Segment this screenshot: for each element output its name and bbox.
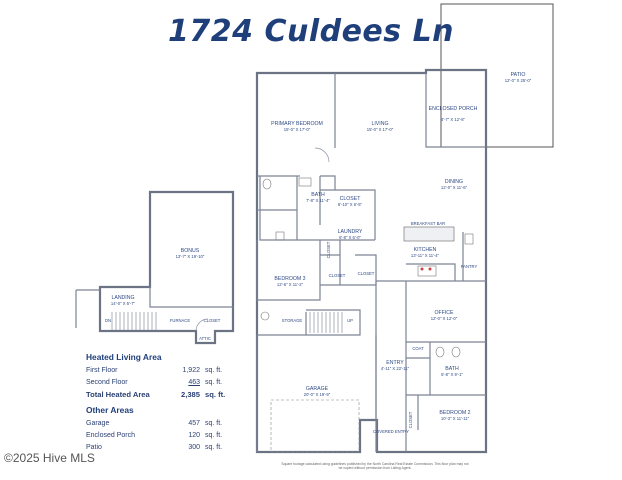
up-label: UP xyxy=(347,318,353,323)
legend-row: Patio 300 sq. ft. xyxy=(86,443,223,451)
garage-door-outline xyxy=(270,399,360,453)
dining-label: DINING xyxy=(445,179,463,185)
entry-walls xyxy=(375,281,407,420)
closet-bed2-label: CLOSET xyxy=(408,411,413,428)
garage-walls xyxy=(256,335,377,452)
porch-walls xyxy=(425,73,486,148)
legend-row: Garage 457 sq. ft. xyxy=(86,420,223,428)
closet-a-label: CLOSET xyxy=(326,241,331,258)
bonus-dims: 13'-7" X 19'-10" xyxy=(176,254,205,259)
burner-icon xyxy=(420,267,424,271)
bedroom2-label: BEDROOM 2 xyxy=(439,410,470,416)
bath2-label: BATH xyxy=(445,366,459,372)
bedroom3-label: BEDROOM 3 xyxy=(274,276,305,282)
office-dims: 12'-0" X 12'-0" xyxy=(431,316,458,321)
bedroom3-dims: 12'-6" X 11'-2" xyxy=(277,282,304,287)
stairs-lower xyxy=(309,312,343,333)
laundry-appliance-icon xyxy=(275,231,285,241)
toilet-icon xyxy=(262,178,272,190)
garage-dims: 20'-0" X 19'-9" xyxy=(304,392,331,397)
patio-dims: 12'-0" X 25'-0" xyxy=(505,78,532,83)
footnote: Square footage calculated using guidelin… xyxy=(281,462,469,471)
door-swing xyxy=(314,147,330,163)
stairs-upper xyxy=(111,312,157,330)
bath2-walls xyxy=(406,342,486,396)
porch-label-1: ENCLOSED PORCH xyxy=(429,106,478,112)
bath-walls xyxy=(257,176,376,241)
storage-label: STORAGE xyxy=(282,318,303,323)
bonus-label: BONUS xyxy=(181,248,200,254)
bedroom3-walls xyxy=(256,240,377,301)
bath2-dims: 5'-8" X 9'-1" xyxy=(441,372,463,377)
range-icon xyxy=(417,265,437,277)
bath1-dims: 7'-8" X 11'-4" xyxy=(306,198,330,203)
sink-icon xyxy=(298,177,312,187)
porch-dims: 4'-7" X 12'-6" xyxy=(441,117,466,122)
bath1-label: BATH xyxy=(311,192,325,198)
kitchen-dims: 13'-11" X 11'-4" xyxy=(411,253,440,258)
kitchen-label: KITCHEN xyxy=(414,247,437,253)
covered-entry-label: COVERED ENTRY xyxy=(373,429,409,434)
primary-walls xyxy=(257,73,336,190)
laundry-label: LAUNDRY xyxy=(338,229,363,235)
heated-title: Heated Living Area xyxy=(86,352,162,362)
water-heater-icon xyxy=(260,311,270,321)
kitchen-island xyxy=(403,226,455,242)
area-legend: Heated Living Area First Floor 1,922 sq.… xyxy=(86,352,236,453)
breakfast-bar-label: BREAKFAST BAR xyxy=(411,221,445,226)
fridge-icon xyxy=(464,233,474,245)
legend-total-row: Total Heated Area 2,385 sq. ft. xyxy=(86,390,226,400)
closet1-label: CLOSET xyxy=(340,196,362,202)
other-areas-title: Other Areas xyxy=(86,405,134,416)
pantry-label: PANTRY xyxy=(461,264,478,269)
closet-c-label: CLOSET xyxy=(358,271,375,276)
garage-label: GARAGE xyxy=(306,386,329,392)
living-label: LIVING xyxy=(371,121,388,127)
furnace-label: FURNACE xyxy=(170,318,190,323)
legend-row: First Floor 1,922 sq. ft. xyxy=(86,367,223,375)
main-outline xyxy=(255,68,488,454)
upper-walls xyxy=(75,287,233,328)
legend-row: Enclosed Porch 120 sq. ft. xyxy=(86,432,223,440)
upper-outline xyxy=(98,190,235,345)
patio-outline xyxy=(440,3,554,148)
bedroom2-dims: 10'-3" X 11'-11" xyxy=(441,416,470,421)
dining-dims: 12'-0" X 11'-6" xyxy=(441,185,468,190)
closet-b-label: CLOSET xyxy=(329,273,346,278)
sink-icon xyxy=(451,346,461,358)
storage-walls xyxy=(257,309,361,336)
patio-label: PATIO xyxy=(511,72,526,78)
office-label: OFFICE xyxy=(434,310,454,316)
entry-dims: 4'-11" X 22'-11" xyxy=(381,366,410,371)
legend-row: Second Floor 463 sq. ft. xyxy=(86,378,223,386)
dn-label: DN xyxy=(105,318,111,323)
attic-label: ATTIC xyxy=(199,336,211,341)
primary-bedroom-dims: 15'-0" X 17'-0" xyxy=(284,127,311,132)
toilet-icon xyxy=(435,346,445,358)
living-dims: 15'-0" X 17'-0" xyxy=(367,127,394,132)
closet1-dims: 6'-10" X 6'-5" xyxy=(338,202,363,207)
closet-upper-label: CLOSET xyxy=(204,318,221,323)
kitchen-walls xyxy=(376,232,486,282)
landing-label: LANDING xyxy=(111,295,134,301)
primary-bedroom-label: PRIMARY BEDROOM xyxy=(271,121,323,127)
bedroom2-walls xyxy=(405,395,419,452)
laundry-dims: 6'-8" X 6'-0" xyxy=(339,235,361,240)
plan-title: 1724 Culdees Ln xyxy=(168,14,455,49)
door-swing xyxy=(195,318,209,332)
coat-label: COAT xyxy=(412,346,424,351)
landing-dims: 14'-0" X 5'-7" xyxy=(111,301,136,306)
entry-label: ENTRY xyxy=(386,360,404,366)
burner-icon xyxy=(428,267,432,271)
watermark: ©2025 Hive MLS xyxy=(4,451,95,465)
